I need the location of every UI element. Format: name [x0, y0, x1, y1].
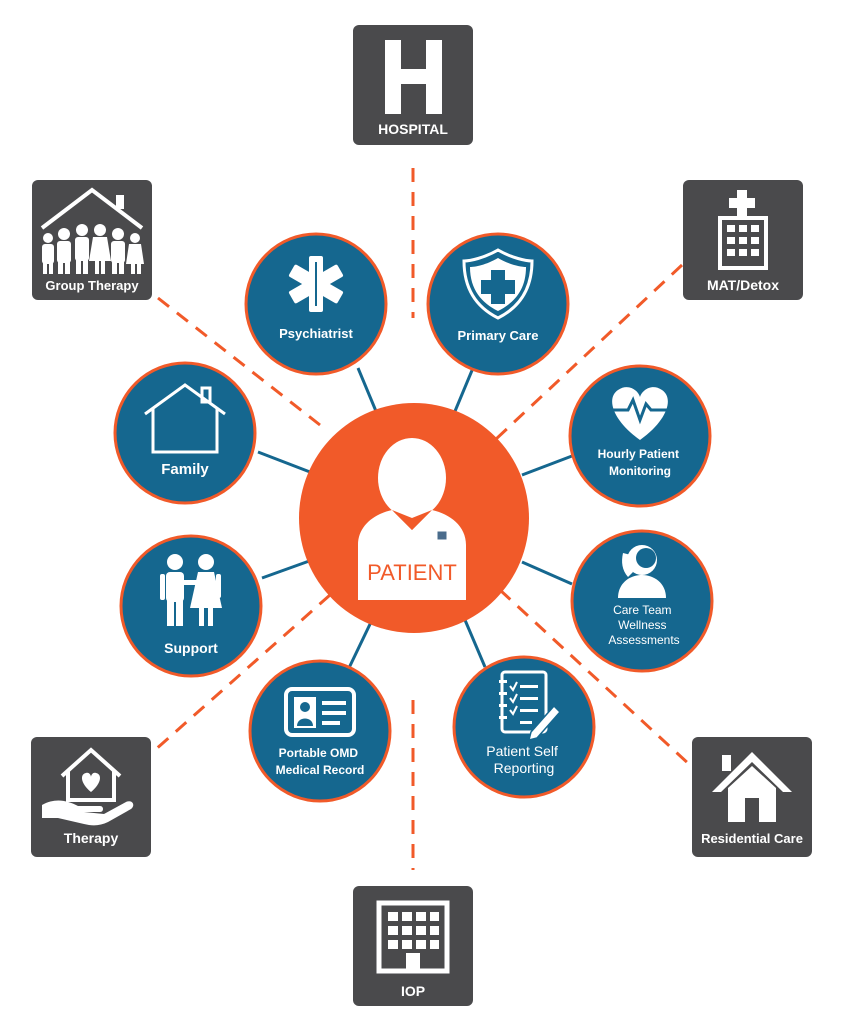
- inner-node-label: Patient Self Reporting: [486, 743, 562, 776]
- outer-node-label: HOSPITAL: [378, 121, 448, 137]
- hospital-h-icon: [385, 40, 442, 114]
- checklist-icon: [499, 670, 562, 742]
- outer-node-label: MAT/Detox: [707, 277, 779, 293]
- inner-node-portable-omd-medical-record[interactable]: Portable OMD Medical Record: [248, 659, 392, 803]
- outer-node-mat-detox[interactable]: MAT/Detox: [683, 180, 803, 300]
- inner-node-label: Hourly Patient Monitoring: [598, 447, 683, 478]
- label-line: Care Team: [613, 603, 671, 617]
- spoke-omd-record: [346, 619, 374, 671]
- patient-icon: [358, 438, 466, 600]
- inner-node-label: Support: [164, 640, 218, 656]
- outer-node-label: Group Therapy: [45, 278, 139, 293]
- outer-node-residential-care[interactable]: Residential Care: [692, 737, 812, 857]
- inner-node-label: Family: [161, 461, 209, 478]
- center-label: PATIENT: [367, 560, 457, 585]
- shield-cross-icon: [462, 248, 534, 320]
- spokes: [257, 367, 573, 671]
- label-line: Portable OMD: [279, 746, 359, 760]
- label-line: Monitoring: [609, 464, 671, 478]
- outer-node-label: IOP: [401, 983, 425, 999]
- spoke-primary-care: [451, 367, 475, 417]
- inner-node-label: Primary Care: [458, 328, 539, 343]
- inner-node-psychiatrist[interactable]: Psychiatrist: [244, 232, 388, 376]
- spoke-hourly-monitoring: [521, 454, 573, 477]
- couple-icon: [160, 554, 222, 626]
- id-card-icon: [284, 687, 356, 737]
- spoke-family: [257, 450, 311, 474]
- medical-building-icon: [718, 190, 768, 270]
- inner-node-label: Care Team Wellness Assessments: [608, 603, 679, 647]
- spoke-psychiatrist: [356, 367, 380, 417]
- inner-node-patient-self-reporting[interactable]: Patient Self Reporting: [452, 655, 596, 799]
- label-line: Medical Record: [276, 763, 365, 777]
- inner-node-label: Portable OMD Medical Record: [276, 746, 365, 777]
- label-line: Psychiatrist: [279, 326, 353, 341]
- label-line: Wellness: [618, 618, 666, 632]
- inner-node-hourly-patient-monitoring[interactable]: Hourly Patient Monitoring: [568, 364, 712, 508]
- outer-node-label: Residential Care: [701, 831, 803, 846]
- heart-pulse-icon: [612, 387, 668, 440]
- outer-node-group-therapy[interactable]: Group Therapy: [32, 180, 152, 300]
- connector-mat-detox: [493, 263, 684, 442]
- label-line: Assessments: [608, 633, 679, 647]
- group-house-icon: [40, 187, 144, 274]
- label-line: Support: [164, 640, 218, 656]
- inner-node-primary-care[interactable]: Primary Care: [426, 232, 570, 376]
- house-icon: [712, 752, 792, 822]
- outer-node-therapy[interactable]: Therapy: [31, 737, 151, 857]
- label-line: Reporting: [494, 760, 555, 776]
- connector-therapy: [154, 593, 331, 752]
- inner-node-care-team-wellness-assessments[interactable]: Care Team Wellness Assessments: [570, 529, 714, 673]
- spoke-care-team: [521, 560, 573, 586]
- inner-node-label: Psychiatrist: [279, 326, 353, 341]
- inner-node-support[interactable]: Support: [119, 534, 263, 678]
- office-building-icon: [376, 900, 450, 974]
- connector-group-therapy: [157, 296, 321, 427]
- spoke-self-reporting: [463, 619, 487, 668]
- outer-node-iop[interactable]: IOP: [353, 886, 473, 1006]
- outer-node-hospital[interactable]: HOSPITAL: [353, 25, 473, 145]
- house-outline-icon: [144, 383, 226, 454]
- label-line: Primary Care: [458, 328, 539, 343]
- label-line: Hourly Patient: [598, 447, 679, 461]
- inner-node-family[interactable]: Family: [113, 361, 257, 505]
- label-line: Family: [161, 461, 209, 478]
- heart-house-hand-icon: [42, 747, 134, 826]
- connector-residential-care: [498, 588, 692, 767]
- dashed-connectors: [154, 168, 692, 870]
- label-line: Patient Self: [486, 743, 558, 759]
- center-node-patient[interactable]: PATIENT: [299, 403, 529, 633]
- spoke-support: [261, 558, 313, 580]
- outer-node-label: Therapy: [64, 830, 119, 846]
